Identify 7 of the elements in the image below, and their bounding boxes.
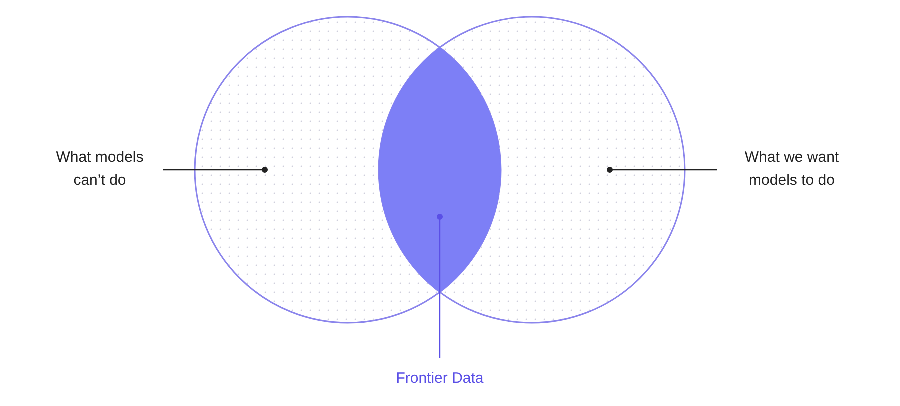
overlap-region: [379, 48, 501, 292]
leader-line: [437, 214, 443, 358]
label-text: What models can’t do: [40, 146, 160, 192]
label-text: What we want models to do: [722, 146, 862, 192]
leader-line: [607, 167, 717, 173]
label-text: Frontier Data: [370, 367, 510, 390]
leader-line: [163, 167, 268, 173]
